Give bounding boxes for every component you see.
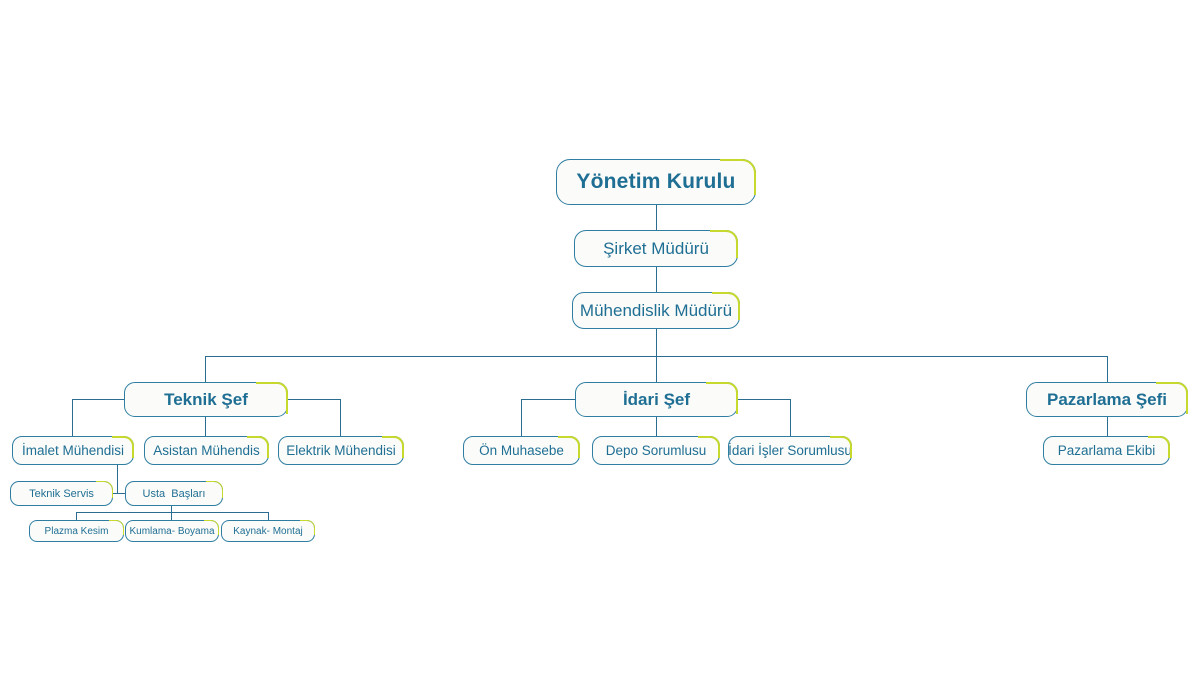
node-label: Plazma Kesim xyxy=(44,525,109,537)
node-label: Teknik Şef xyxy=(164,389,248,409)
node-kaynak-montaj[interactable]: Kaynak- Montaj xyxy=(221,519,316,542)
node-label: Yönetim Kurulu xyxy=(576,170,736,193)
node-label: İdari Şef xyxy=(622,389,691,409)
connector-idari-right-out xyxy=(738,399,790,400)
node-label: Ön Muhasebe xyxy=(479,443,564,458)
node-asistan-muhendis[interactable]: Asistan Mühendis xyxy=(144,435,270,465)
node-label: Teknik Servis xyxy=(29,487,94,500)
connector-bus-to-idari xyxy=(656,356,657,382)
node-label: Pazarlama Şefi xyxy=(1046,389,1167,409)
node-label: İdari İşler Sorumlusu xyxy=(728,443,852,458)
connector-bottom-bus xyxy=(76,512,268,513)
node-pazarlama-sefi[interactable]: Pazarlama Şefi xyxy=(1026,381,1189,417)
connector-sirket-to-muhendislik xyxy=(656,267,657,292)
connector-idari-right-down xyxy=(790,399,791,436)
connector-bus-to-plazma xyxy=(76,512,77,520)
connector-teknik-right-out xyxy=(288,399,340,400)
node-depo-sorumlusu[interactable]: Depo Sorumlusu xyxy=(592,435,721,465)
connector-teknik-center-down xyxy=(205,417,206,436)
node-muhendislik-muduru[interactable]: Mühendislik Müdürü xyxy=(572,291,741,329)
connector-ustabaslari-drop xyxy=(171,506,172,512)
node-label: Asistan Mühendis xyxy=(153,443,260,458)
node-label: Pazarlama Ekibi xyxy=(1057,443,1156,458)
connector-pazarlama-to-ekibi xyxy=(1107,417,1108,436)
connector-yonetim-to-sirket xyxy=(656,205,657,230)
node-label: Kaynak- Montaj xyxy=(233,525,303,537)
connector-bus-to-teknik xyxy=(205,356,206,382)
node-sirket-muduru[interactable]: Şirket Müdürü xyxy=(574,229,739,267)
node-kumlama-boyama[interactable]: Kumlama- Boyama xyxy=(125,519,220,542)
connector-bus-to-pazarlama xyxy=(1107,356,1108,382)
node-on-muhasebe[interactable]: Ön Muhasebe xyxy=(463,435,581,465)
node-label: Depo Sorumlusu xyxy=(605,443,707,458)
connector-bus-to-kaynak xyxy=(268,512,269,520)
connector-muhendislik-drop xyxy=(656,329,657,356)
node-label: Kumlama- Boyama xyxy=(129,525,215,537)
node-label: Mühendislik Müdürü xyxy=(579,300,733,320)
connector-teknik-left-out xyxy=(72,399,124,400)
connector-idari-center-down xyxy=(656,417,657,436)
connector-junction-to-ustabaslari xyxy=(117,493,126,494)
connector-teknik-right-down xyxy=(340,399,341,436)
node-teknik-sef[interactable]: Teknik Şef xyxy=(124,381,289,417)
node-idari-isler-sorumlusu[interactable]: İdari İşler Sorumlusu xyxy=(728,435,853,465)
connector-junction-to-teknikservis xyxy=(112,493,118,494)
node-idari-sef[interactable]: İdari Şef xyxy=(575,381,739,417)
node-pazarlama-ekibi[interactable]: Pazarlama Ekibi xyxy=(1043,435,1171,465)
connector-idari-left-out xyxy=(521,399,575,400)
node-teknik-servis[interactable]: Teknik Servis xyxy=(10,480,114,506)
node-label: Şirket Müdürü xyxy=(603,238,709,258)
connector-idari-left-down xyxy=(521,399,522,436)
node-label: Usta Başları xyxy=(142,487,206,500)
node-yonetim-kurulu[interactable]: Yönetim Kurulu xyxy=(556,158,757,205)
node-elektrik-muhendisi[interactable]: Elektrik Mühendisi xyxy=(278,435,405,465)
node-plazma-kesim[interactable]: Plazma Kesim xyxy=(29,519,125,542)
node-imalet-muhendisi[interactable]: İmalet Mühendisi xyxy=(12,435,135,465)
node-label: Elektrik Mühendisi xyxy=(286,443,396,458)
node-usta-baslari[interactable]: Usta Başları xyxy=(125,480,224,506)
node-label: İmalet Mühendisi xyxy=(21,443,125,458)
connector-bus-to-kumlama xyxy=(171,512,172,520)
connector-imalet-down xyxy=(117,465,118,493)
connector-teknik-left-down xyxy=(72,399,73,436)
